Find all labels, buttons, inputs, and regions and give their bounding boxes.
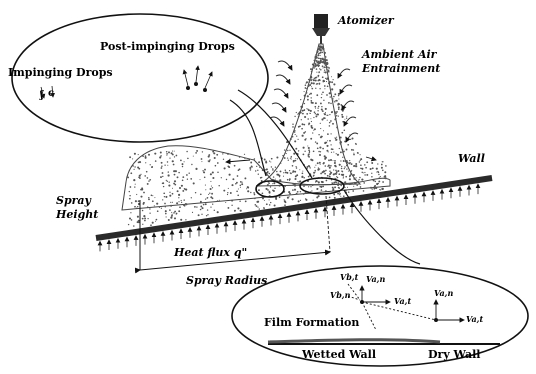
- vb-t-label: Vb,t: [340, 272, 359, 282]
- atomizer-nozzle: [312, 14, 330, 44]
- spray-height-label-2: Height: [55, 208, 98, 221]
- atomizer-label: Atomizer: [337, 14, 395, 27]
- wall-label: Wall: [458, 152, 485, 165]
- flow-arrow-right: [366, 157, 376, 160]
- post-impinging-drops-label: Post-impinging Drops: [100, 40, 235, 53]
- impinging-drops-label: Impinging Drops: [8, 66, 113, 79]
- flow-arrow-left: [226, 160, 250, 162]
- impingement-zone-left: [256, 181, 284, 197]
- va-t-right-label: Va,t: [466, 314, 483, 324]
- va-n-right-label: Va,n: [434, 288, 453, 298]
- film-formation-label: Film Formation: [264, 316, 359, 329]
- wall: [96, 178, 492, 238]
- spray-cone: [258, 44, 360, 186]
- dry-wall-label: Dry Wall: [428, 348, 480, 361]
- entrainment-label: Entrainment: [361, 62, 440, 75]
- vb-n-label: Vb,n: [330, 290, 351, 300]
- heat-flux-label: Heat flux q": [173, 246, 247, 259]
- wetted-wall-label: Wetted Wall: [301, 348, 376, 361]
- ambient-air-label: Ambient Air: [361, 48, 438, 61]
- va-n-left-label: Va,n: [366, 274, 385, 284]
- spray-radius-label: Spray Radius: [186, 274, 267, 287]
- svg-text:c: c: [48, 88, 54, 99]
- spray-height-label-1: Spray: [56, 194, 93, 207]
- wall-heat-flux-arrows: [100, 184, 478, 251]
- va-t-left-label: Va,t: [394, 296, 411, 306]
